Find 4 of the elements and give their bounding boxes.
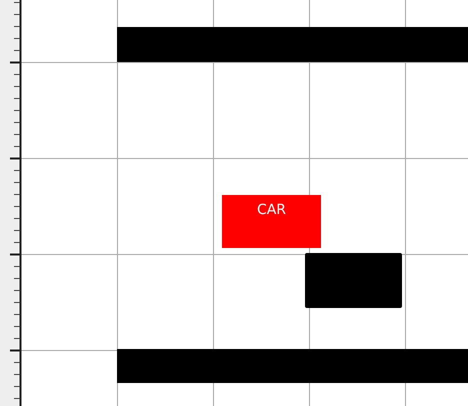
obstacle-block [305,253,402,308]
wall-bar [117,27,468,62]
wall-bar [117,349,468,383]
car-box: CAR [222,195,321,248]
